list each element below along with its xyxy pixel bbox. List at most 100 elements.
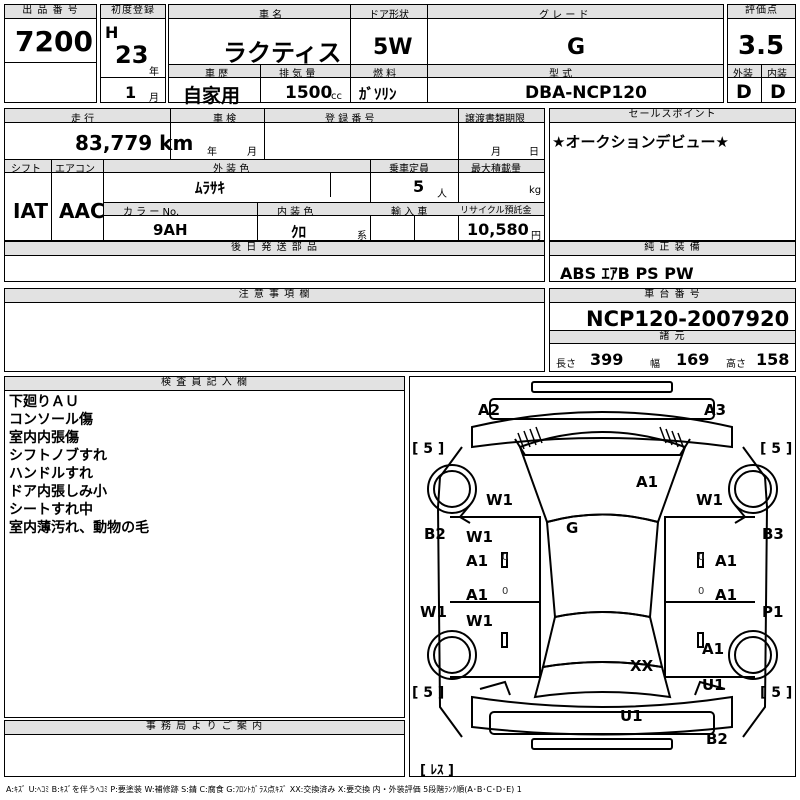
- damage-code: P1: [762, 603, 784, 621]
- damage-code: U1: [620, 707, 643, 725]
- recycle-unit: 円: [531, 231, 541, 242]
- score-box: 評価点 3.5 外装 内装 D D: [727, 4, 796, 103]
- office-label: 事 務 局 よ り ご 案 内: [5, 721, 404, 735]
- chassis-label: 車 台 番 号: [550, 289, 795, 303]
- history-label: 車 歴: [205, 69, 229, 80]
- note-line: 室内内張傷: [9, 430, 79, 446]
- door-handle-mark: 0: [698, 586, 705, 597]
- lot-number: 7200: [15, 25, 93, 58]
- door-label: ドア形状: [369, 10, 409, 21]
- seats: 5: [413, 177, 425, 196]
- later-parts-label: 後 日 発 送 部 品: [5, 242, 544, 256]
- width: 169: [676, 350, 710, 369]
- lot-box: 出 品 番 号 7200: [4, 4, 97, 103]
- doc-month-unit: 月: [491, 147, 501, 158]
- mileage: 83,779 km: [75, 131, 194, 155]
- seats-label: 乗車定員: [389, 164, 429, 175]
- era: H: [105, 23, 119, 42]
- exterior-grade: D: [736, 81, 752, 103]
- inspector-label: 検 査 員 記 入 欄: [5, 377, 404, 391]
- sales-point-box: セールスポイント ★オークションデビュー★: [549, 108, 796, 241]
- import-label: 輸 入 車: [391, 207, 428, 218]
- interior-color-label: 内 装 色: [277, 207, 314, 218]
- car-outline-svg: [427, 381, 778, 750]
- damage-code: XX: [630, 657, 654, 675]
- note-line: シートすれ中: [9, 502, 93, 518]
- damage-code: W1: [486, 491, 513, 509]
- damage-code: B2: [706, 730, 728, 748]
- damage-code: A3: [704, 401, 727, 419]
- car-name: ラクティス: [223, 39, 342, 67]
- inspector-box: 検 査 員 記 入 欄 下廻りＡＵ コンソール傷 室内内張傷 シフトノブすれ ハ…: [4, 376, 405, 718]
- shift-label: シフト: [11, 164, 41, 175]
- doc-day-unit: 日: [529, 147, 539, 158]
- damage-code: U1: [702, 676, 725, 694]
- damage-code: W1: [466, 528, 493, 546]
- sales-point-text: ★オークションデビュー★: [552, 133, 729, 151]
- first-registration-box: 初度登録 H 23 年 1 月: [100, 4, 166, 104]
- damage-code: A2: [478, 401, 501, 419]
- inspection-label: 車 検: [213, 114, 237, 125]
- registration-label: 登 録 番 号: [325, 114, 375, 125]
- model-label: 型 式: [549, 69, 573, 80]
- note-line: シフトノブすれ: [9, 448, 107, 464]
- damage-code: W1: [420, 603, 447, 621]
- door-type: 5W: [373, 35, 413, 60]
- note-line: ハンドルすれ: [9, 466, 93, 482]
- note-line: ドア内張しみ小: [9, 484, 107, 500]
- year-unit: 年: [149, 67, 159, 78]
- damage-code: B3: [762, 525, 784, 543]
- load-unit: kg: [529, 185, 542, 196]
- interior-grade: D: [770, 81, 786, 103]
- later-parts-box: 後 日 発 送 部 品: [4, 241, 545, 282]
- equipment-label: 純 正 装 備: [550, 242, 795, 256]
- note-line: 室内薄汚れ、動物の毛: [9, 520, 150, 536]
- ac-label: エアコン: [55, 164, 95, 175]
- air-conditioner: AAC: [59, 199, 105, 223]
- displacement: 1500: [285, 83, 333, 103]
- reg-year: 23: [115, 41, 149, 69]
- fuel: ｶﾞｿﾘﾝ: [359, 85, 397, 103]
- color-no-label: カ ラ ー No.: [123, 207, 180, 218]
- damage-code: G: [566, 519, 579, 537]
- damage-code: A1: [702, 640, 725, 658]
- grade: G: [567, 35, 586, 60]
- length-label: 長さ: [556, 359, 576, 370]
- height: 158: [756, 350, 790, 369]
- score-label: 評価点: [728, 5, 795, 19]
- length: 399: [590, 350, 624, 369]
- recycle-label: リサイクル預託金: [460, 206, 532, 216]
- grade-label: グ レ ー ド: [539, 10, 589, 21]
- interior-color-unit: 系: [357, 231, 367, 242]
- load-label: 最大積載量: [471, 164, 521, 175]
- color-label: 外 装 色: [213, 164, 250, 175]
- damage-code: W1: [466, 612, 493, 630]
- office-box: 事 務 局 よ り ご 案 内: [4, 720, 405, 777]
- month-unit: 月: [149, 93, 159, 104]
- caution-box: 注 意 事 項 欄: [4, 288, 545, 372]
- document-label: 譲渡書類期限: [465, 114, 525, 125]
- height-label: 高さ: [726, 359, 746, 370]
- note-line: 下廻りＡＵ: [9, 394, 79, 410]
- shift: IAT: [13, 199, 49, 223]
- sales-point-label: セールスポイント: [550, 109, 795, 123]
- equipment-box: 純 正 装 備 ABS ｴｱB PS PW: [549, 241, 796, 283]
- caution-label: 注 意 事 項 欄: [5, 289, 544, 303]
- vehicle-info-box: 走 行 車 検 登 録 番 号 譲渡書類期限 83,779 km 年 月 月 日…: [4, 108, 545, 242]
- spec-label: 諸 元: [550, 330, 795, 344]
- exterior-color: ﾑﾗｻｷ: [195, 179, 226, 197]
- name-label: 車 名: [259, 10, 283, 21]
- lot-label: 出 品 番 号: [5, 5, 96, 19]
- interior-color: ｸﾛ: [291, 223, 307, 241]
- door-handle-mark: 0: [502, 552, 509, 563]
- equipment-text: ABS ｴｱB PS PW: [560, 264, 694, 283]
- displacement-label: 排 気 量: [279, 69, 316, 80]
- damage-code: B2: [424, 525, 446, 543]
- seats-unit: 人: [437, 189, 447, 200]
- note-line: コンソール傷: [9, 412, 93, 428]
- disp-unit: cc: [331, 91, 342, 102]
- door-handle-mark: 0: [698, 552, 705, 563]
- fuel-label: 燃 料: [373, 69, 397, 80]
- damage-code: W1: [696, 491, 723, 509]
- tire-tread-front-right: [ 5 ]: [760, 441, 793, 457]
